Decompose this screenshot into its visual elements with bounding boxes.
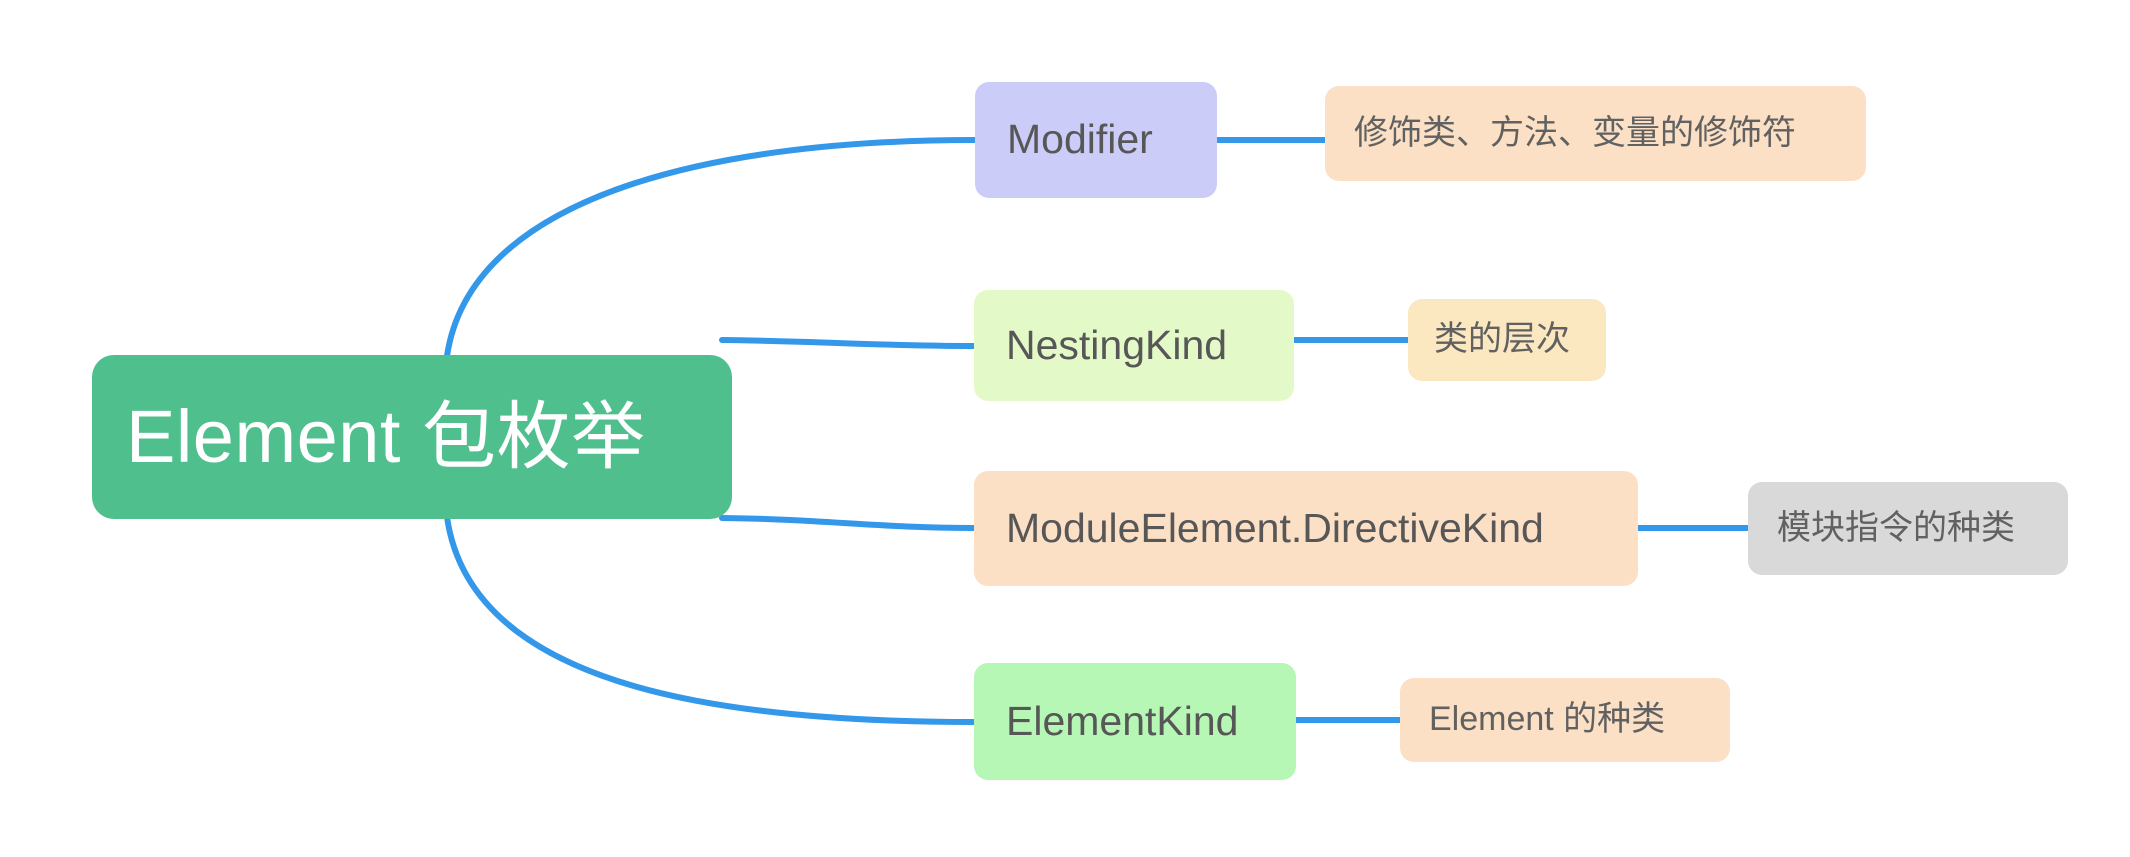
edge-root-moduleelement xyxy=(719,515,977,531)
leaf-node-elementkind-desc[interactable]: Element 的种类 xyxy=(1400,678,1730,762)
leaf-node-moduleelement-desc[interactable]: 模块指令的种类 xyxy=(1748,482,2068,575)
edge-root-modifier xyxy=(444,137,978,359)
leaf-node-nestingkind-desc-label: 类的层次 xyxy=(1434,320,1570,359)
edge-root-nestingkind xyxy=(719,337,977,349)
leaf-node-moduleelement-desc-label: 模块指令的种类 xyxy=(1777,508,2015,547)
branch-node-elementkind[interactable]: ElementKind xyxy=(974,663,1296,780)
branch-node-elementkind-label: ElementKind xyxy=(1006,697,1239,744)
branch-node-moduleelement-label: ModuleElement.DirectiveKind xyxy=(1006,504,1544,551)
branch-node-moduleelement[interactable]: ModuleElement.DirectiveKind xyxy=(974,471,1638,586)
branch-node-nestingkind-label: NestingKind xyxy=(1006,321,1228,368)
edge-root-elementkind xyxy=(444,514,977,725)
branch-node-modifier-label: Modifier xyxy=(1007,116,1153,163)
root-node[interactable]: Element 包枚举 xyxy=(92,355,732,519)
leaf-node-elementkind-desc-label: Element 的种类 xyxy=(1429,700,1666,739)
branch-node-modifier[interactable]: Modifier xyxy=(975,82,1217,198)
branch-node-nestingkind[interactable]: NestingKind xyxy=(974,290,1294,401)
root-node-label: Element 包枚举 xyxy=(126,395,646,479)
leaf-node-nestingkind-desc[interactable]: 类的层次 xyxy=(1408,299,1606,381)
leaf-node-modifier-desc[interactable]: 修饰类、方法、变量的修饰符 xyxy=(1325,86,1866,181)
leaf-node-modifier-desc-label: 修饰类、方法、变量的修饰符 xyxy=(1354,113,1796,152)
